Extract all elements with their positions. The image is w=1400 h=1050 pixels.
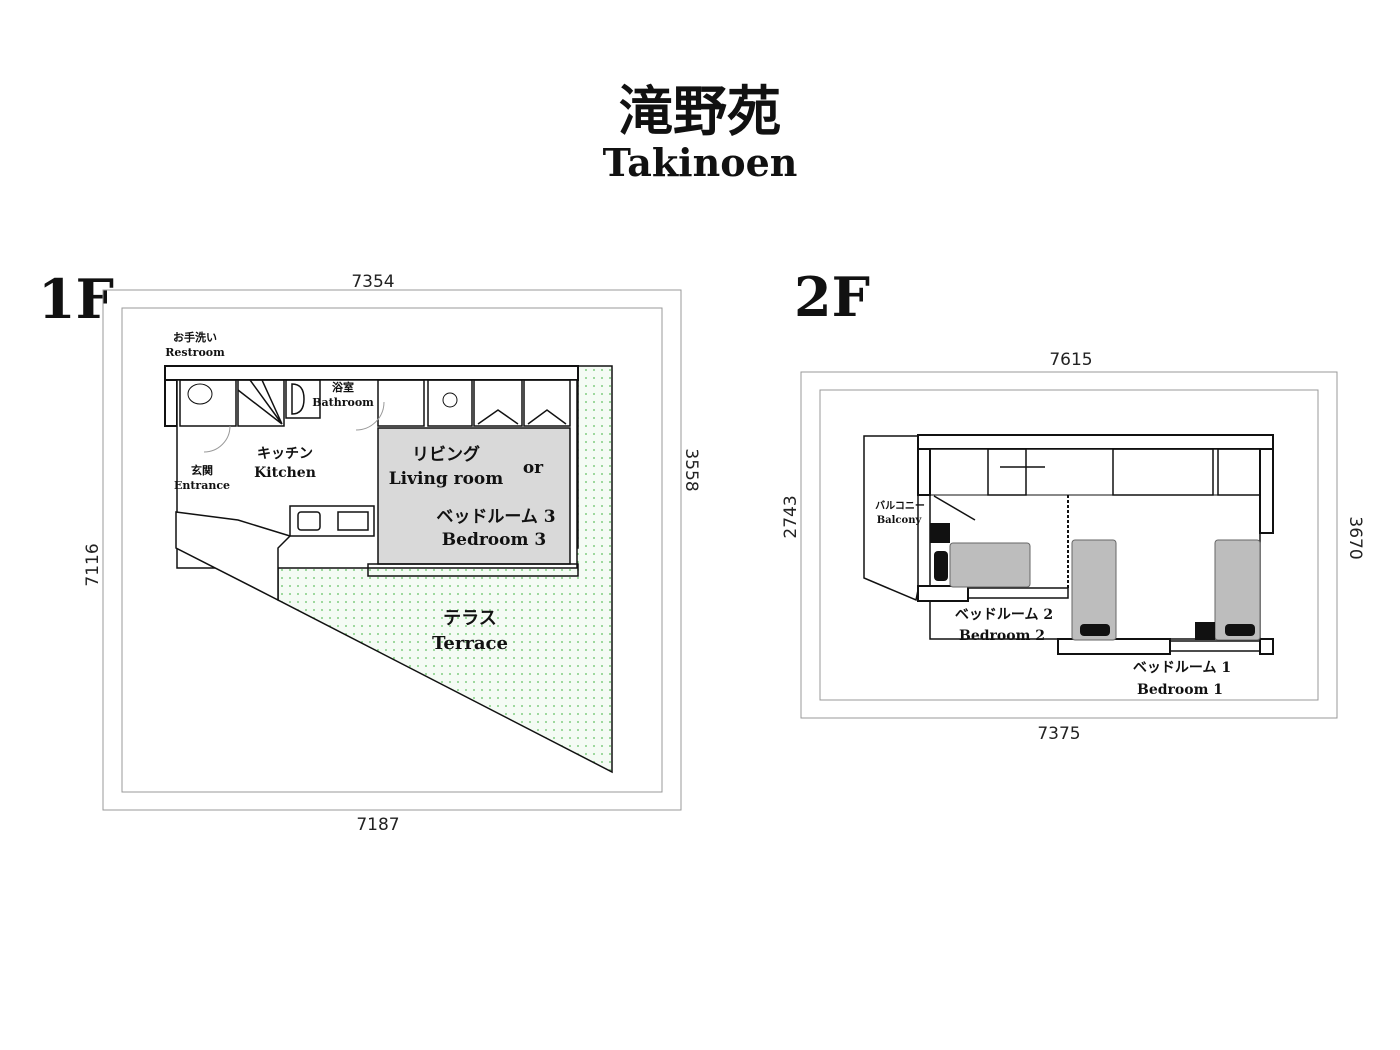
closet-2 [523,379,571,427]
label-kitchen-jp: キッチン [257,446,313,462]
label-bedroom1-jp: ベッドルーム 1 [1133,660,1231,676]
bathroom-tub [377,379,425,427]
wall-south-bed1 [1057,638,1171,655]
label-living-jp: リビング [412,444,480,465]
label-bathroom-jp: 浴室 [332,380,354,394]
floor-label-2f: 2F [794,265,870,329]
label-bedroom2-jp: ベッドルーム 2 [955,607,1053,623]
dim-top-1f: 7354 [351,272,394,292]
door-swing [355,401,385,431]
living-sill [367,563,579,577]
label-living-en: Living room [389,469,504,489]
label-balcony-jp: バルコニー [875,500,925,512]
stairs-lines [237,379,283,425]
title-japanese: 滝野苑 [619,79,781,143]
dim-bottom-1f: 7187 [356,815,399,835]
stairs [987,448,1027,496]
wall-west [917,448,931,496]
window-bed1 [1169,640,1261,652]
label-balcony-en: Balcony [877,515,923,526]
wall-south-bed2 [917,585,969,602]
dimension-frame-outer [800,371,1338,719]
wall-corner [1259,638,1274,655]
floor-2f: 2F 7615 7375 2743 3670 バルコニー [781,265,1365,744]
wardrobe [1217,448,1261,496]
label-bedroom2-en: Bedroom 2 [959,628,1045,644]
closet [1112,448,1214,496]
wall-north [917,434,1274,450]
label-entrance-jp: 玄関 [191,463,213,477]
sink-icon [291,383,305,415]
kitchen-sink-icon [297,511,321,531]
wall-east [1259,448,1274,534]
stairs [237,379,285,427]
dim-top-2f: 7615 [1049,350,1092,370]
kitchen-counter [289,505,375,537]
label-kitchen-en: Kitchen [254,465,316,481]
dimension-frame-inner [121,307,663,793]
toilet-icon [187,383,213,405]
bed-bedroom2 [949,542,1031,588]
dimension-frame-inner [819,389,1319,701]
bed-bedroom1-right [1214,539,1261,641]
label-terrace-en: Terrace [432,633,508,654]
floor-label-1f: 1F [38,267,114,331]
dim-bottom-2f: 7375 [1037,724,1080,744]
entry-slope [175,511,292,602]
washing-machine [427,379,473,427]
dim-left-2f: 2743 [781,495,801,538]
window-bed2 [967,587,1069,599]
label-or: or [523,458,544,478]
closet-1 [473,379,523,427]
label-entrance-en: Entrance [174,479,230,492]
label-bedroom3-en: Bedroom 3 [442,530,546,550]
door-swing [203,425,231,453]
living-room [377,427,571,565]
dimension-frame-outer [102,289,682,811]
label-bedroom1-en: Bedroom 1 [1137,682,1223,698]
label-bedroom3-jp: ベッドルーム 3 [436,507,555,527]
pillow-icon [1225,624,1255,636]
pillow-icon [1080,624,1110,636]
label-restroom-jp: お手洗い [173,330,217,344]
dim-right-1f: 3558 [681,448,701,491]
wall-west [164,379,178,427]
label-terrace-jp: テラス [443,608,497,629]
title-english: Takinoen [603,140,798,185]
restroom [179,379,237,427]
washer-icon [442,392,458,408]
floor-1f: 1F 7354 7187 7116 3558 [38,267,701,835]
dim-left-1f: 7116 [83,543,103,586]
closet-door-icon [477,409,519,425]
label-restroom-en: Restroom [165,346,225,359]
nightstand-icon [930,523,950,543]
pillow-icon [934,551,948,581]
nightstand-icon [1195,622,1215,640]
stove-icon [337,511,369,531]
label-bathroom-en: Bathroom [312,396,374,409]
bed-bedroom1-left [1071,539,1117,641]
wall-north [164,365,579,381]
door-icon [933,495,976,521]
washbasin-area [285,379,321,419]
dim-right-2f: 3670 [1345,516,1365,559]
closet-door-icon [527,409,567,425]
